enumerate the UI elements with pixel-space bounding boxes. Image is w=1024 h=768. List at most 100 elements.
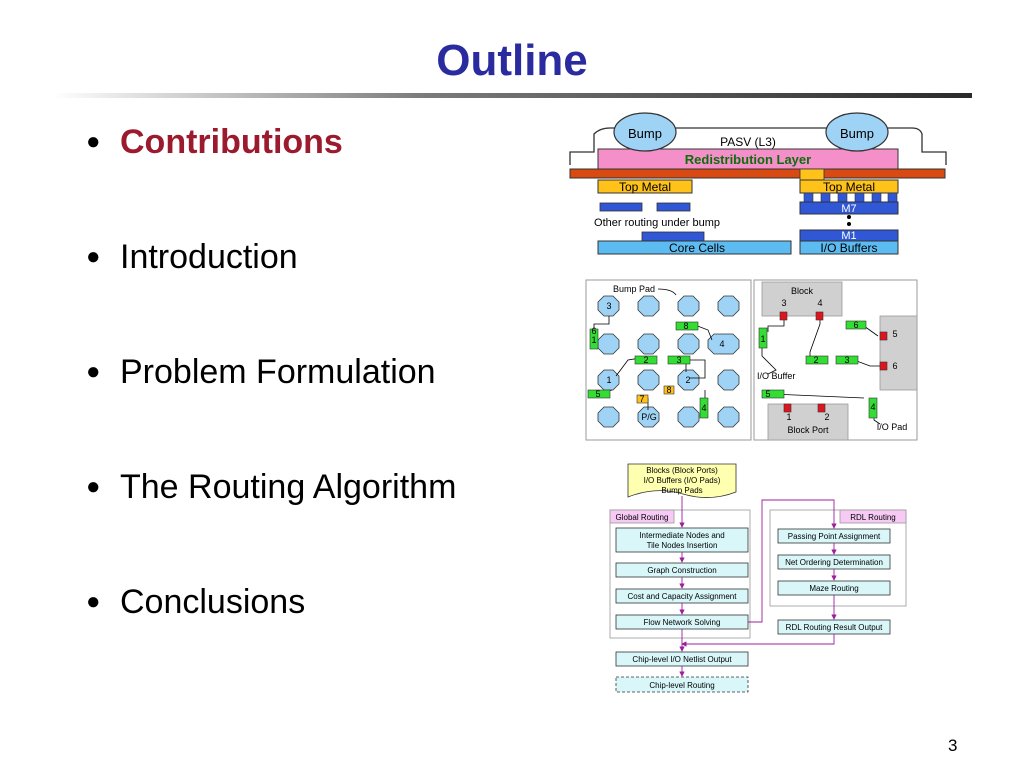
bullet-text: Problem Formulation — [120, 352, 436, 391]
pin-num: 6 — [892, 361, 897, 371]
port-num: 1 — [786, 412, 791, 422]
gr-step: Flow Network Solving — [644, 618, 721, 627]
rdl-routing-title: RDL Routing — [850, 513, 896, 522]
bullet-dot: ● — [86, 128, 101, 155]
bullet-dot: ● — [86, 358, 101, 385]
block-wires — [761, 318, 881, 425]
bump-pad-label: Bump Pad — [613, 284, 655, 294]
global-routing-tab — [609, 509, 675, 524]
top-metal-left-label: Top Metal — [619, 180, 671, 194]
top-metal-right-label: Top Metal — [823, 180, 875, 194]
top-metal-left — [597, 179, 693, 194]
pin-num: 1 — [760, 334, 765, 344]
port-num: 2 — [824, 412, 829, 422]
bullet-dot: ● — [86, 473, 101, 500]
pad-num: 1 — [591, 335, 596, 345]
bullet-text: Introduction — [120, 237, 298, 276]
block-port-region — [767, 403, 849, 441]
pad-num: 2 — [685, 375, 690, 385]
block-numbers: 6 5 6 1 2 3 5 4 1 2 — [760, 320, 897, 422]
pad-num: 3 — [676, 355, 681, 365]
gr-step: Tile Nodes Insertion — [647, 541, 718, 550]
block-pin-3: 3 — [781, 298, 786, 308]
io-buffer-label: I/O Buffer — [757, 371, 795, 381]
block-routing-panel: Block 3 4 — [753, 279, 918, 441]
title-divider — [52, 93, 972, 98]
block-label: Block — [791, 286, 814, 296]
pad-num: 4 — [719, 339, 724, 349]
bump-right-label: Bump — [840, 126, 874, 141]
bullet-dot: ● — [86, 588, 101, 615]
block-port-label: Block Port — [787, 425, 829, 435]
chip-routing: Chip-level Routing — [649, 681, 714, 690]
chip-routing-box — [615, 676, 749, 693]
pad-num: 5 — [595, 389, 600, 399]
rdl-step: Maze Routing — [809, 584, 858, 593]
gr-step: Graph Construction — [647, 566, 716, 575]
top-metal-right — [799, 179, 899, 194]
io-buffers-layer — [799, 240, 899, 255]
redistribution-layer-label: Redistribution Layer — [685, 152, 811, 167]
bump-left-label: Bump — [628, 126, 662, 141]
m1-label: M1 — [841, 230, 856, 242]
routing-flowchart: Blocks (Block Ports) I/O Buffers (I/O Pa… — [609, 463, 907, 693]
slide-title: Outline — [436, 36, 588, 85]
flow-arrows — [679, 496, 837, 677]
pin-num: 4 — [870, 402, 875, 412]
pad-num: 8 — [683, 321, 688, 331]
pad-numbers: 3 8 4 1 2 1 2 3 5 7 8 4 6 — [591, 301, 724, 413]
pin-num: 5 — [892, 329, 897, 339]
input-line: Bump Pads — [661, 486, 702, 495]
pad-num: 7 — [639, 394, 644, 404]
bullet-contributions: ● Contributions — [86, 118, 456, 166]
cross-section-diagram: Redistribution Layer PASV (L3) Bump Bump… — [569, 112, 947, 255]
input-document — [627, 463, 737, 498]
metal-segment-left — [599, 202, 643, 212]
pg-label: P/G — [641, 412, 657, 422]
pin-num: 6 — [853, 320, 858, 330]
passivation-label: PASV (L3) — [720, 135, 776, 149]
io-pad-column — [879, 315, 918, 391]
bump-pad-grid-panel: Bump Pad — [585, 279, 752, 441]
pin-num: 3 — [844, 355, 849, 365]
substrate-base — [569, 168, 946, 179]
bullet-conclusions: ●Conclusions — [86, 578, 456, 626]
global-routing-title: Global Routing — [616, 513, 669, 522]
gr-step: Cost and Capacity Assignment — [628, 592, 738, 601]
pad-num: 1 — [606, 375, 611, 385]
passivation-outline — [569, 127, 947, 165]
pad-num: 2 — [643, 355, 648, 365]
rdl-step: Passing Point Assignment — [788, 532, 881, 541]
pin-num: 2 — [813, 355, 818, 365]
rdl-routing-tab — [839, 509, 907, 524]
input-line: Blocks (Block Ports) — [646, 466, 718, 475]
io-buffers-label: I/O Buffers — [820, 241, 877, 255]
other-routing-label: Other routing under bump — [594, 217, 720, 229]
input-line: I/O Buffers (I/O Pads) — [644, 476, 721, 485]
core-cells-label: Core Cells — [669, 241, 725, 255]
bump-left — [613, 112, 677, 152]
m7-label: M7 — [841, 203, 856, 215]
ellipsis-dots — [847, 215, 851, 226]
io-pad-label: I/O Pad — [877, 422, 908, 432]
outline-list: ● Contributions ● Introduction ● Problem Fo… — [86, 118, 456, 693]
gr-step: Intermediate Nodes and — [639, 531, 724, 540]
rdl-output: RDL Routing Result Output — [786, 623, 883, 632]
via-gold — [799, 168, 825, 181]
bump-right — [825, 112, 889, 152]
bullet-dot: ● — [86, 243, 101, 270]
block-pins — [758, 311, 888, 419]
block-region — [761, 281, 843, 317]
bullet-problem-formulation: ● Problem Formulation — [86, 348, 456, 396]
pin-num: 5 — [765, 389, 770, 399]
bullet-routing-algorithm: ● The Routing Algorithm — [86, 463, 456, 511]
bullet-text: The Routing Algorithm — [120, 467, 457, 506]
pad-num: 3 — [606, 301, 611, 311]
metal-segment-mid — [656, 202, 691, 212]
core-cells-layer — [597, 240, 792, 255]
bullet-introduction: ● Introduction — [86, 233, 456, 281]
pad-num: 4 — [701, 403, 706, 413]
netlist-output: Chip-level I/O Netlist Output — [632, 655, 732, 664]
bullet-text: Contributions — [120, 122, 343, 161]
